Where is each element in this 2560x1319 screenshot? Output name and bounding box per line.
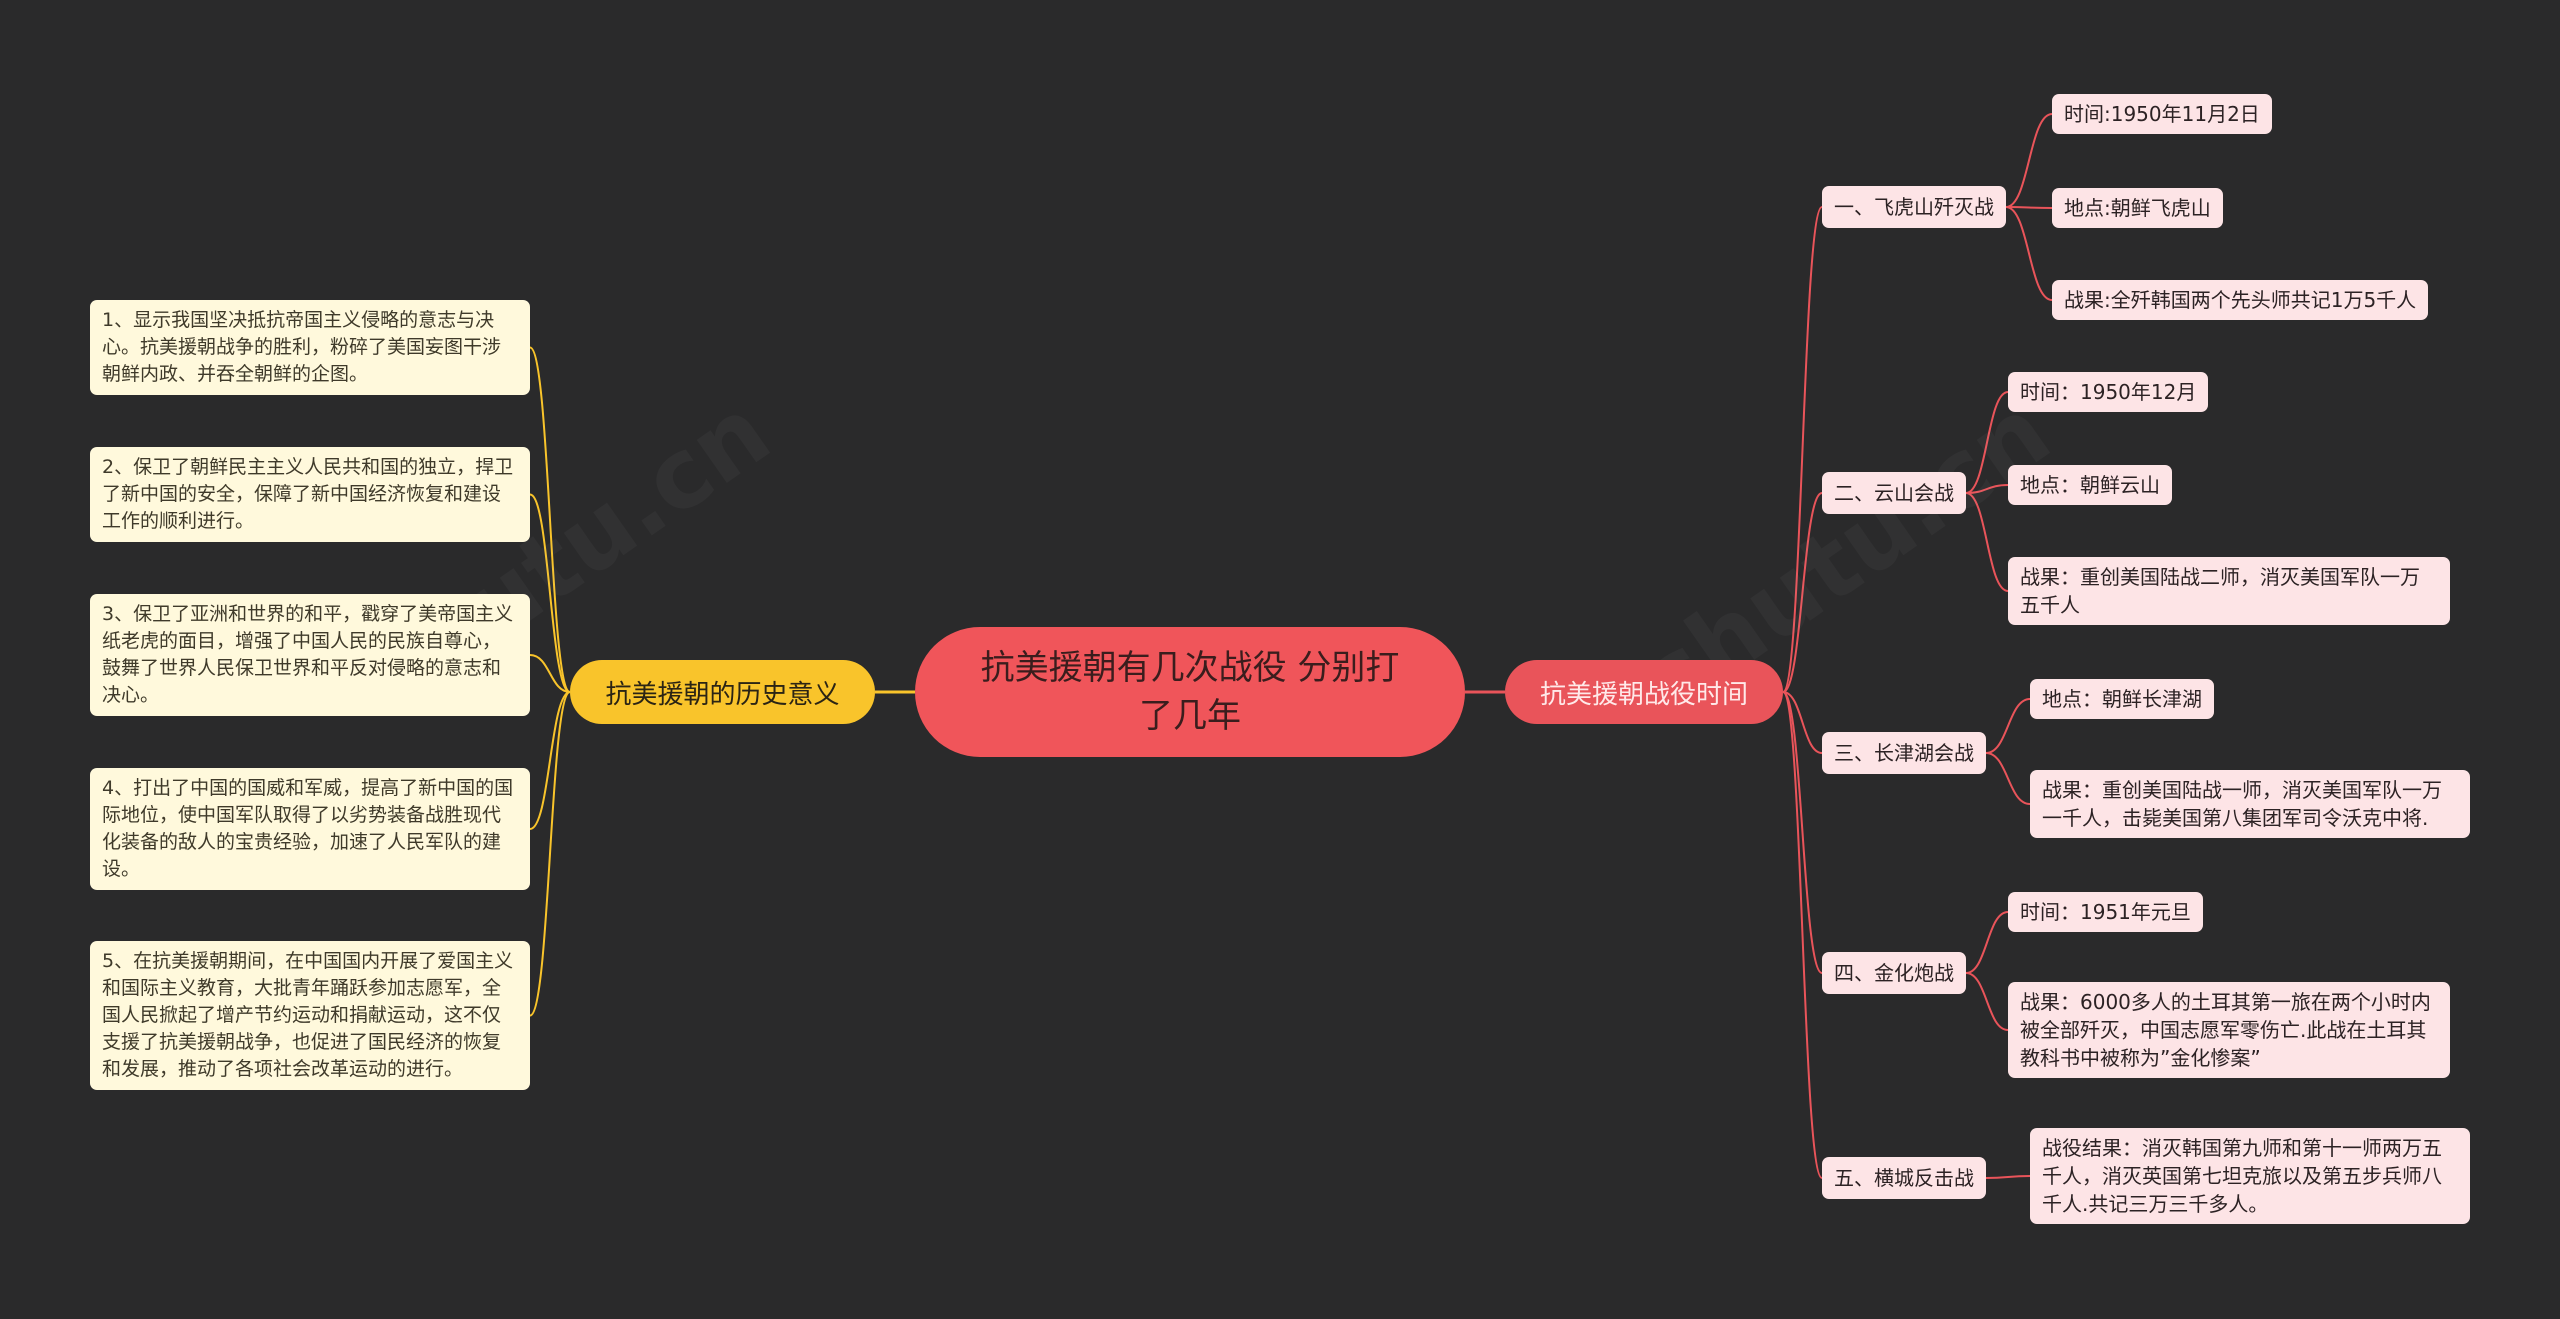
link-battle-3-place	[1985, 698, 2031, 754]
link-battle-5	[1782, 691, 1823, 1179]
battle-5-result[interactable]: 战役结果：消灭韩国第九师和第十一师两万五千人，消灭英国第七坦克旅以及第五步兵师八…	[2030, 1128, 2470, 1224]
battle-2-place[interactable]: 地点：朝鲜云山	[2008, 465, 2172, 505]
link-battle-1	[1782, 206, 1823, 693]
battle-4-jinhua[interactable]: 四、金化炮战	[1822, 952, 1966, 994]
battle-2-time[interactable]: 时间：1950年12月	[2008, 372, 2209, 412]
note-4[interactable]: 4、打出了中国的国威和军威，提高了新中国的国际地位，使中国军队取得了以劣势装备战…	[90, 768, 530, 890]
link-battle-1-place	[2005, 206, 2053, 209]
link-battle-2-result	[1965, 492, 2009, 592]
battle-2-result[interactable]: 战果：重创美国陆战二师，消灭美国军队一万五千人	[2008, 557, 2450, 625]
battle-4-time[interactable]: 时间：1951年元旦	[2008, 892, 2203, 932]
link-battle-2-time	[1965, 391, 2009, 494]
note-3[interactable]: 3、保卫了亚洲和世界的和平，戳穿了美帝国主义纸老虎的面目，增强了中国人民的民族自…	[90, 594, 530, 716]
link-battle-5-result	[1985, 1175, 2031, 1179]
link-note-2	[529, 493, 571, 693]
note-2[interactable]: 2、保卫了朝鲜民主主义人民共和国的独立，捍卫了新中国的安全，保障了新中国经济恢复…	[90, 447, 530, 542]
battle-1-result[interactable]: 战果:全歼韩国两个先头师共记1万5千人	[2052, 280, 2429, 320]
battle-5-hoengseong[interactable]: 五、横城反击战	[1822, 1157, 1986, 1199]
link-battle-2-place	[1965, 484, 2009, 494]
link-battle-1-result	[2005, 206, 2053, 301]
link-battle-4	[1782, 691, 1823, 974]
battle-3-place[interactable]: 地点：朝鲜长津湖	[2030, 679, 2214, 719]
battle-4-result[interactable]: 战果：6000多人的土耳其第一旅在两个小时内被全部歼灭，中国志愿军零伤亡.此战在…	[2008, 982, 2450, 1078]
link-battle-3-result	[1985, 752, 2031, 805]
branch-battle-timeline[interactable]: 抗美援朝战役时间	[1505, 660, 1783, 724]
link-note-1	[529, 346, 571, 693]
link-note-5	[529, 691, 571, 1017]
link-note-3	[529, 654, 571, 693]
note-5[interactable]: 5、在抗美援朝期间，在中国国内开展了爱国主义和国际主义教育，大批青年踊跃参加志愿…	[90, 941, 530, 1090]
battle-3-changjin-lake[interactable]: 三、长津湖会战	[1822, 732, 1986, 774]
link-battle-4-result	[1965, 972, 2009, 1031]
root-topic[interactable]: 抗美援朝有几次战役 分别打了几年	[915, 627, 1465, 757]
note-1[interactable]: 1、显示我国坚决抵抗帝国主义侵略的意志与决心。抗美援朝战争的胜利，粉碎了美国妄图…	[90, 300, 530, 395]
link-battle-4-time	[1965, 911, 2009, 974]
link-note-4	[529, 691, 571, 830]
battle-1-feihushan[interactable]: 一、飞虎山歼灭战	[1822, 186, 2006, 228]
battle-1-place[interactable]: 地点:朝鲜飞虎山	[2052, 188, 2223, 228]
link-battle-1-time	[2005, 113, 2053, 208]
branch-historical-significance[interactable]: 抗美援朝的历史意义	[570, 660, 875, 724]
battle-2-yunshan[interactable]: 二、云山会战	[1822, 472, 1966, 514]
battle-1-time[interactable]: 时间:1950年11月2日	[2052, 94, 2272, 134]
link-battle-2	[1782, 492, 1823, 693]
link-battle-3	[1782, 691, 1823, 754]
battle-3-result[interactable]: 战果：重创美国陆战一师，消灭美国军队一万一千人，击毙美国第八集团军司令沃克中将.	[2030, 770, 2470, 838]
